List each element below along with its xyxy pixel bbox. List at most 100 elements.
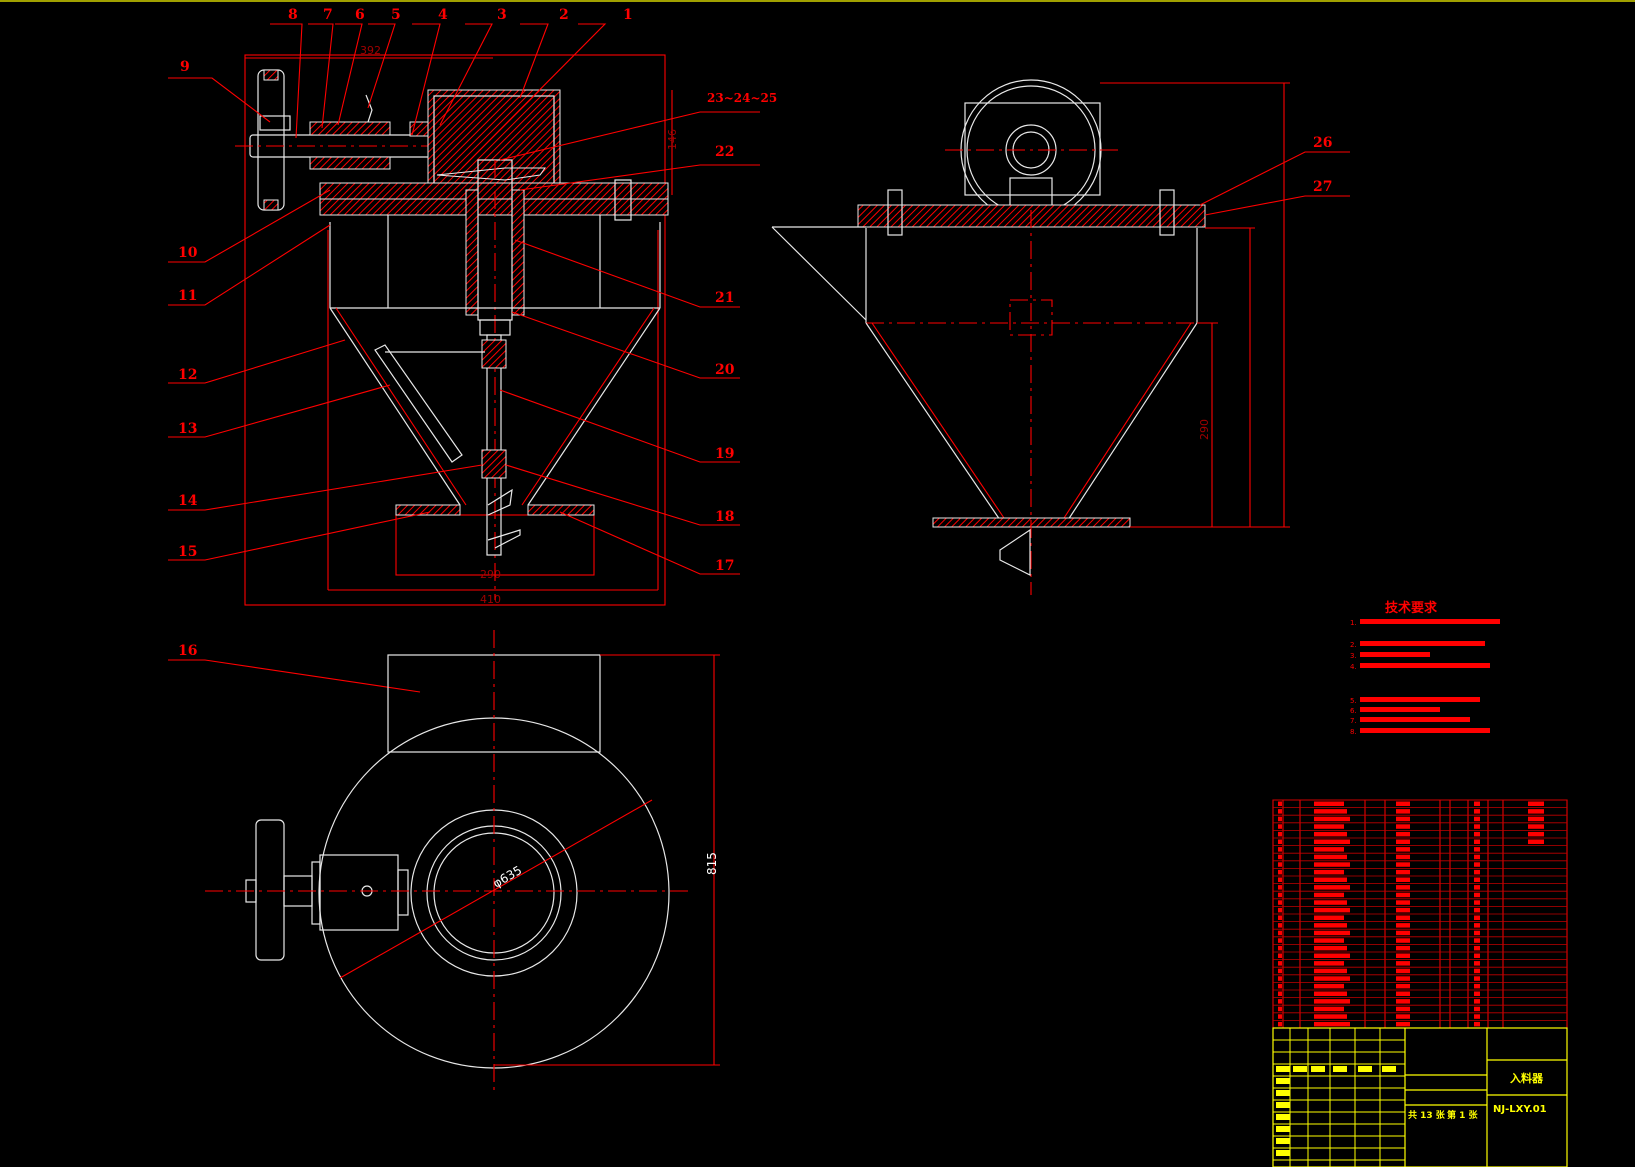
dim-outer-width: 410 (480, 593, 501, 606)
motor-housing (964, 102, 1101, 196)
parts-list-cell (1474, 1006, 1480, 1012)
tech-req-item-text (1360, 652, 1430, 657)
parts-list-cell (1396, 869, 1410, 875)
parts-list-cell (1278, 976, 1282, 981)
dim-inner-width: 290 (480, 568, 501, 581)
title-block-cell (1358, 1066, 1372, 1072)
parts-list-cell (1396, 862, 1410, 867)
parts-list-cell (1474, 885, 1480, 890)
parts-list-cell (1474, 869, 1480, 875)
tech-req-item-text (1360, 619, 1500, 624)
label-part-11: 11 (178, 288, 197, 304)
parts-list-cell (1278, 968, 1282, 974)
parts-list-cell (1396, 968, 1410, 974)
gear-housing-top (319, 854, 399, 931)
parts-list-cell (1474, 862, 1480, 867)
parts-list-cell (1278, 1014, 1282, 1019)
tech-req-item-text (1360, 728, 1490, 733)
parts-list-cell (1396, 1006, 1410, 1012)
parts-list-cell (1474, 907, 1480, 913)
parts-list-cell (1474, 968, 1480, 974)
top-flange (319, 182, 669, 200)
title-block-cell (1276, 1126, 1290, 1132)
parts-list-cell (1528, 824, 1544, 829)
title-block-cell (1382, 1066, 1396, 1072)
drawing-number: NJ-LXY.01 (1493, 1104, 1547, 1115)
parts-list-cell (1278, 915, 1282, 920)
label-part-5: 5 (391, 7, 401, 23)
parts-list-cell (1278, 877, 1282, 882)
parts-list-cell (1278, 892, 1282, 898)
label-part-3: 3 (497, 7, 507, 23)
title-block-cell (1276, 1066, 1290, 1072)
parts-list-cell (1314, 885, 1350, 890)
parts-list-cell (1314, 862, 1350, 867)
parts-list-cell (1396, 976, 1410, 981)
parts-list-cell (1278, 961, 1282, 966)
title-block-cell (1333, 1066, 1347, 1072)
parts-list-cell (1278, 854, 1282, 860)
label-part-18: 18 (715, 509, 734, 525)
tech-req-item-number: 8. (1350, 728, 1357, 736)
dim-shaft-length: 392 (360, 44, 381, 57)
tech-req-item-text (1360, 717, 1470, 722)
bottom-plate (395, 504, 461, 516)
parts-list-cell (1474, 991, 1480, 996)
parts-list-cell (1396, 938, 1410, 943)
parts-list-cell (1396, 1021, 1410, 1027)
parts-list-cell (1474, 1021, 1480, 1027)
parts-list-cell (1474, 930, 1480, 936)
tech-req-item-number: 2. (1350, 641, 1357, 649)
parts-list-cell (1474, 976, 1480, 981)
label-part-27: 27 (1313, 179, 1332, 195)
parts-list-cell (1278, 839, 1282, 844)
parts-list-cell (1278, 831, 1282, 837)
overall-dimension-frame (244, 54, 666, 606)
parts-list-cell (1396, 809, 1410, 814)
label-part-20: 20 (715, 362, 735, 378)
parts-list-cell (1314, 839, 1350, 844)
parts-list-cell (1396, 999, 1410, 1004)
parts-list-cell (1474, 900, 1480, 905)
parts-list-cell (1314, 801, 1344, 806)
tech-req-item-number: 4. (1350, 663, 1357, 671)
parts-list-cell (1474, 809, 1480, 814)
parts-list-cell (1278, 847, 1282, 852)
parts-list-cell (1396, 983, 1410, 989)
parts-list-cell (1314, 877, 1347, 882)
parts-list-cell (1396, 839, 1410, 844)
parts-list-cell (1474, 824, 1480, 829)
label-part-22: 22 (715, 144, 734, 160)
agitator-blade (374, 344, 463, 463)
part-leaders-top: 8 7 6 5 4 3 2 1 (270, 7, 633, 169)
parts-list-cell (1528, 839, 1544, 844)
parts-list-cell (1278, 816, 1282, 822)
title-block: 入料器 NJ-LXY.01 共 13 张 第 1 张 (1272, 1027, 1568, 1167)
parts-list-cell (1474, 945, 1480, 951)
tech-req-title: 技术要求 (1385, 600, 1438, 616)
feed-chute (771, 226, 867, 321)
parts-list-cell (1474, 847, 1480, 852)
parts-list-cell (1396, 847, 1410, 852)
parts-list-cell (1278, 801, 1282, 806)
parts-list-cell (1314, 854, 1347, 860)
parts-list-cell (1396, 923, 1410, 928)
parts-list-cell (1474, 1014, 1480, 1019)
parts-list-cell (1396, 816, 1410, 822)
parts-list-cell (1278, 824, 1282, 829)
label-part-17: 17 (715, 558, 734, 574)
sheet-index: 第 1 张 (1447, 1109, 1479, 1121)
tech-req-item-number: 5. (1350, 697, 1357, 705)
parts-list-cell (1396, 854, 1410, 860)
parts-list-cell (1474, 983, 1480, 989)
title-block-cell (1276, 1090, 1290, 1096)
parts-list-cell (1314, 930, 1350, 936)
parts-list-cell (1396, 953, 1410, 958)
parts-list-cell (1278, 862, 1282, 867)
parts-list-cell (1278, 869, 1282, 875)
parts-list-cell (1474, 839, 1480, 844)
parts-list-cell (1474, 831, 1480, 837)
parts-list-cell (1278, 953, 1282, 958)
parts-list-cell (1396, 877, 1410, 882)
label-part-26: 26 (1313, 135, 1332, 151)
